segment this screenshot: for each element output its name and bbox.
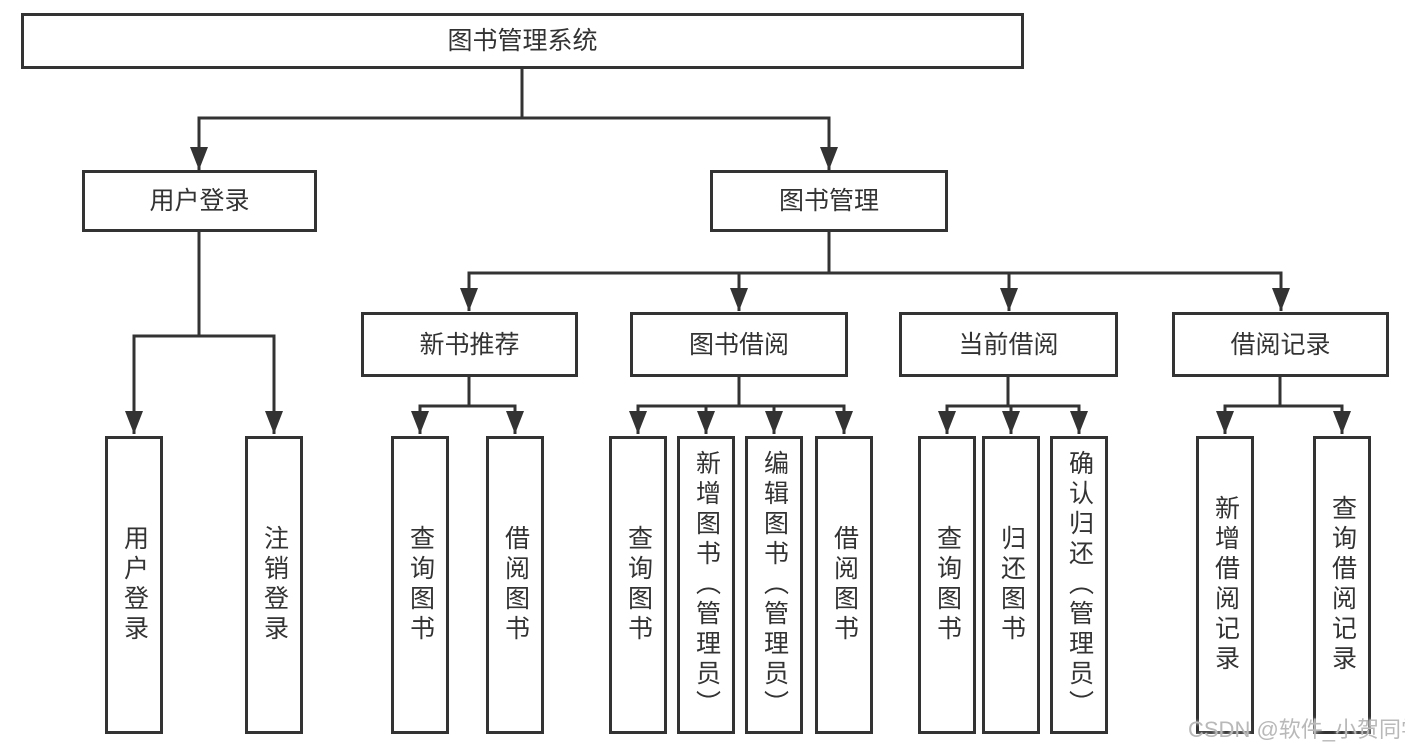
node-book-management-label: 图书管理	[778, 187, 879, 215]
leaf-return-books: 归还图书	[982, 436, 1040, 734]
leaf-borrow-books: 借阅图书	[815, 436, 873, 734]
connector-arrows	[125, 118, 1351, 434]
node-user-login-label: 用户登录	[149, 187, 250, 215]
node-new-book-recommend: 新书推荐	[361, 312, 578, 377]
leaf-recommend-borrow-books-label: 借阅图书	[501, 525, 530, 645]
node-book-borrow: 图书借阅	[630, 312, 848, 377]
leaf-edit-books-admin-label: 编辑图书（管理员）	[760, 450, 789, 720]
leaf-add-books-admin: 新增图书（管理员）	[677, 436, 735, 734]
node-root: 图书管理系统	[21, 13, 1024, 69]
leaf-borrow-query-books-label: 查询图书	[624, 525, 653, 645]
leaf-logout-label: 注销登录	[260, 525, 289, 645]
leaf-recommend-query-books-label: 查询图书	[406, 525, 435, 645]
leaf-return-books-label: 归还图书	[997, 525, 1026, 645]
leaf-logout: 注销登录	[245, 436, 303, 734]
leaf-confirm-return-admin-label: 确认归还（管理员）	[1065, 450, 1094, 720]
leaf-confirm-return-admin: 确认归还（管理员）	[1050, 436, 1108, 734]
leaf-edit-books-admin: 编辑图书（管理员）	[745, 436, 803, 734]
leaf-add-borrow-record-label: 新增借阅记录	[1211, 495, 1240, 675]
node-root-label: 图书管理系统	[447, 27, 598, 55]
node-borrow-records: 借阅记录	[1172, 312, 1389, 377]
leaf-query-borrow-record: 查询借阅记录	[1313, 436, 1371, 734]
leaf-borrow-books-label: 借阅图书	[830, 525, 859, 645]
leaf-user-login: 用户登录	[105, 436, 163, 734]
leaf-current-query-books: 查询图书	[918, 436, 976, 734]
node-current-borrow-label: 当前借阅	[958, 330, 1059, 359]
node-new-book-recommend-label: 新书推荐	[419, 330, 520, 359]
node-borrow-records-label: 借阅记录	[1230, 330, 1331, 359]
node-current-borrow: 当前借阅	[899, 312, 1118, 377]
leaf-borrow-query-books: 查询图书	[609, 436, 667, 734]
node-book-management: 图书管理	[710, 170, 948, 232]
leaf-user-login-label: 用户登录	[120, 525, 149, 645]
node-user-login: 用户登录	[82, 170, 317, 232]
leaf-recommend-borrow-books: 借阅图书	[486, 436, 544, 734]
leaf-add-borrow-record: 新增借阅记录	[1196, 436, 1254, 734]
leaf-query-borrow-record-label: 查询借阅记录	[1328, 495, 1357, 675]
node-book-borrow-label: 图书借阅	[688, 330, 789, 359]
leaf-current-query-books-label: 查询图书	[933, 525, 962, 645]
leaf-recommend-query-books: 查询图书	[391, 436, 449, 734]
leaf-add-books-admin-label: 新增图书（管理员）	[692, 450, 721, 720]
watermark: CSDN @软件_小贺同学	[1188, 717, 1405, 742]
